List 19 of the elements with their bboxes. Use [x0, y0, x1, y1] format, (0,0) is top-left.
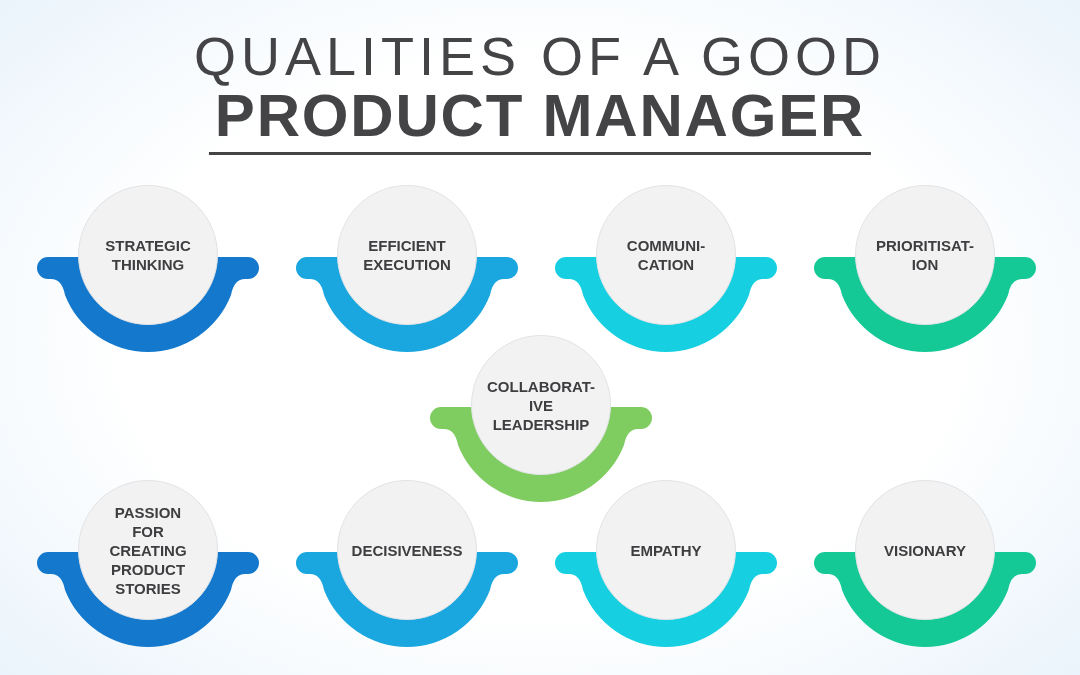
circle-on-cradle — [296, 480, 518, 647]
quality-label: EMPATHY — [630, 540, 702, 560]
circle-on-cradle — [555, 185, 777, 352]
circle-on-cradle — [814, 480, 1036, 647]
circle-on-cradle — [814, 185, 1036, 352]
circle-on-cradle — [296, 185, 518, 352]
circle-on-cradle — [430, 335, 652, 502]
quality-label: COLLABORAT- IVE LEADERSHIP — [485, 376, 596, 434]
quality-label: VISIONARY — [884, 540, 966, 560]
quality-label: EFFICIENT EXECUTION — [362, 236, 452, 274]
quality-label: PASSION FOR CREATING PRODUCT STORIES — [108, 502, 188, 598]
quality-label: COMMUNI- CATION — [625, 236, 707, 274]
quality-label: DECISIVENESS — [351, 540, 463, 560]
quality-label: STRATEGIC THINKING — [104, 236, 192, 274]
circle-on-cradle — [555, 480, 777, 647]
title: QUALITIES OF A GOOD PRODUCT MANAGER — [193, 26, 887, 155]
circle-on-cradle — [37, 185, 259, 352]
quality-label: PRIORITISAT- ION — [874, 236, 976, 274]
circle-on-cradle — [37, 480, 259, 647]
